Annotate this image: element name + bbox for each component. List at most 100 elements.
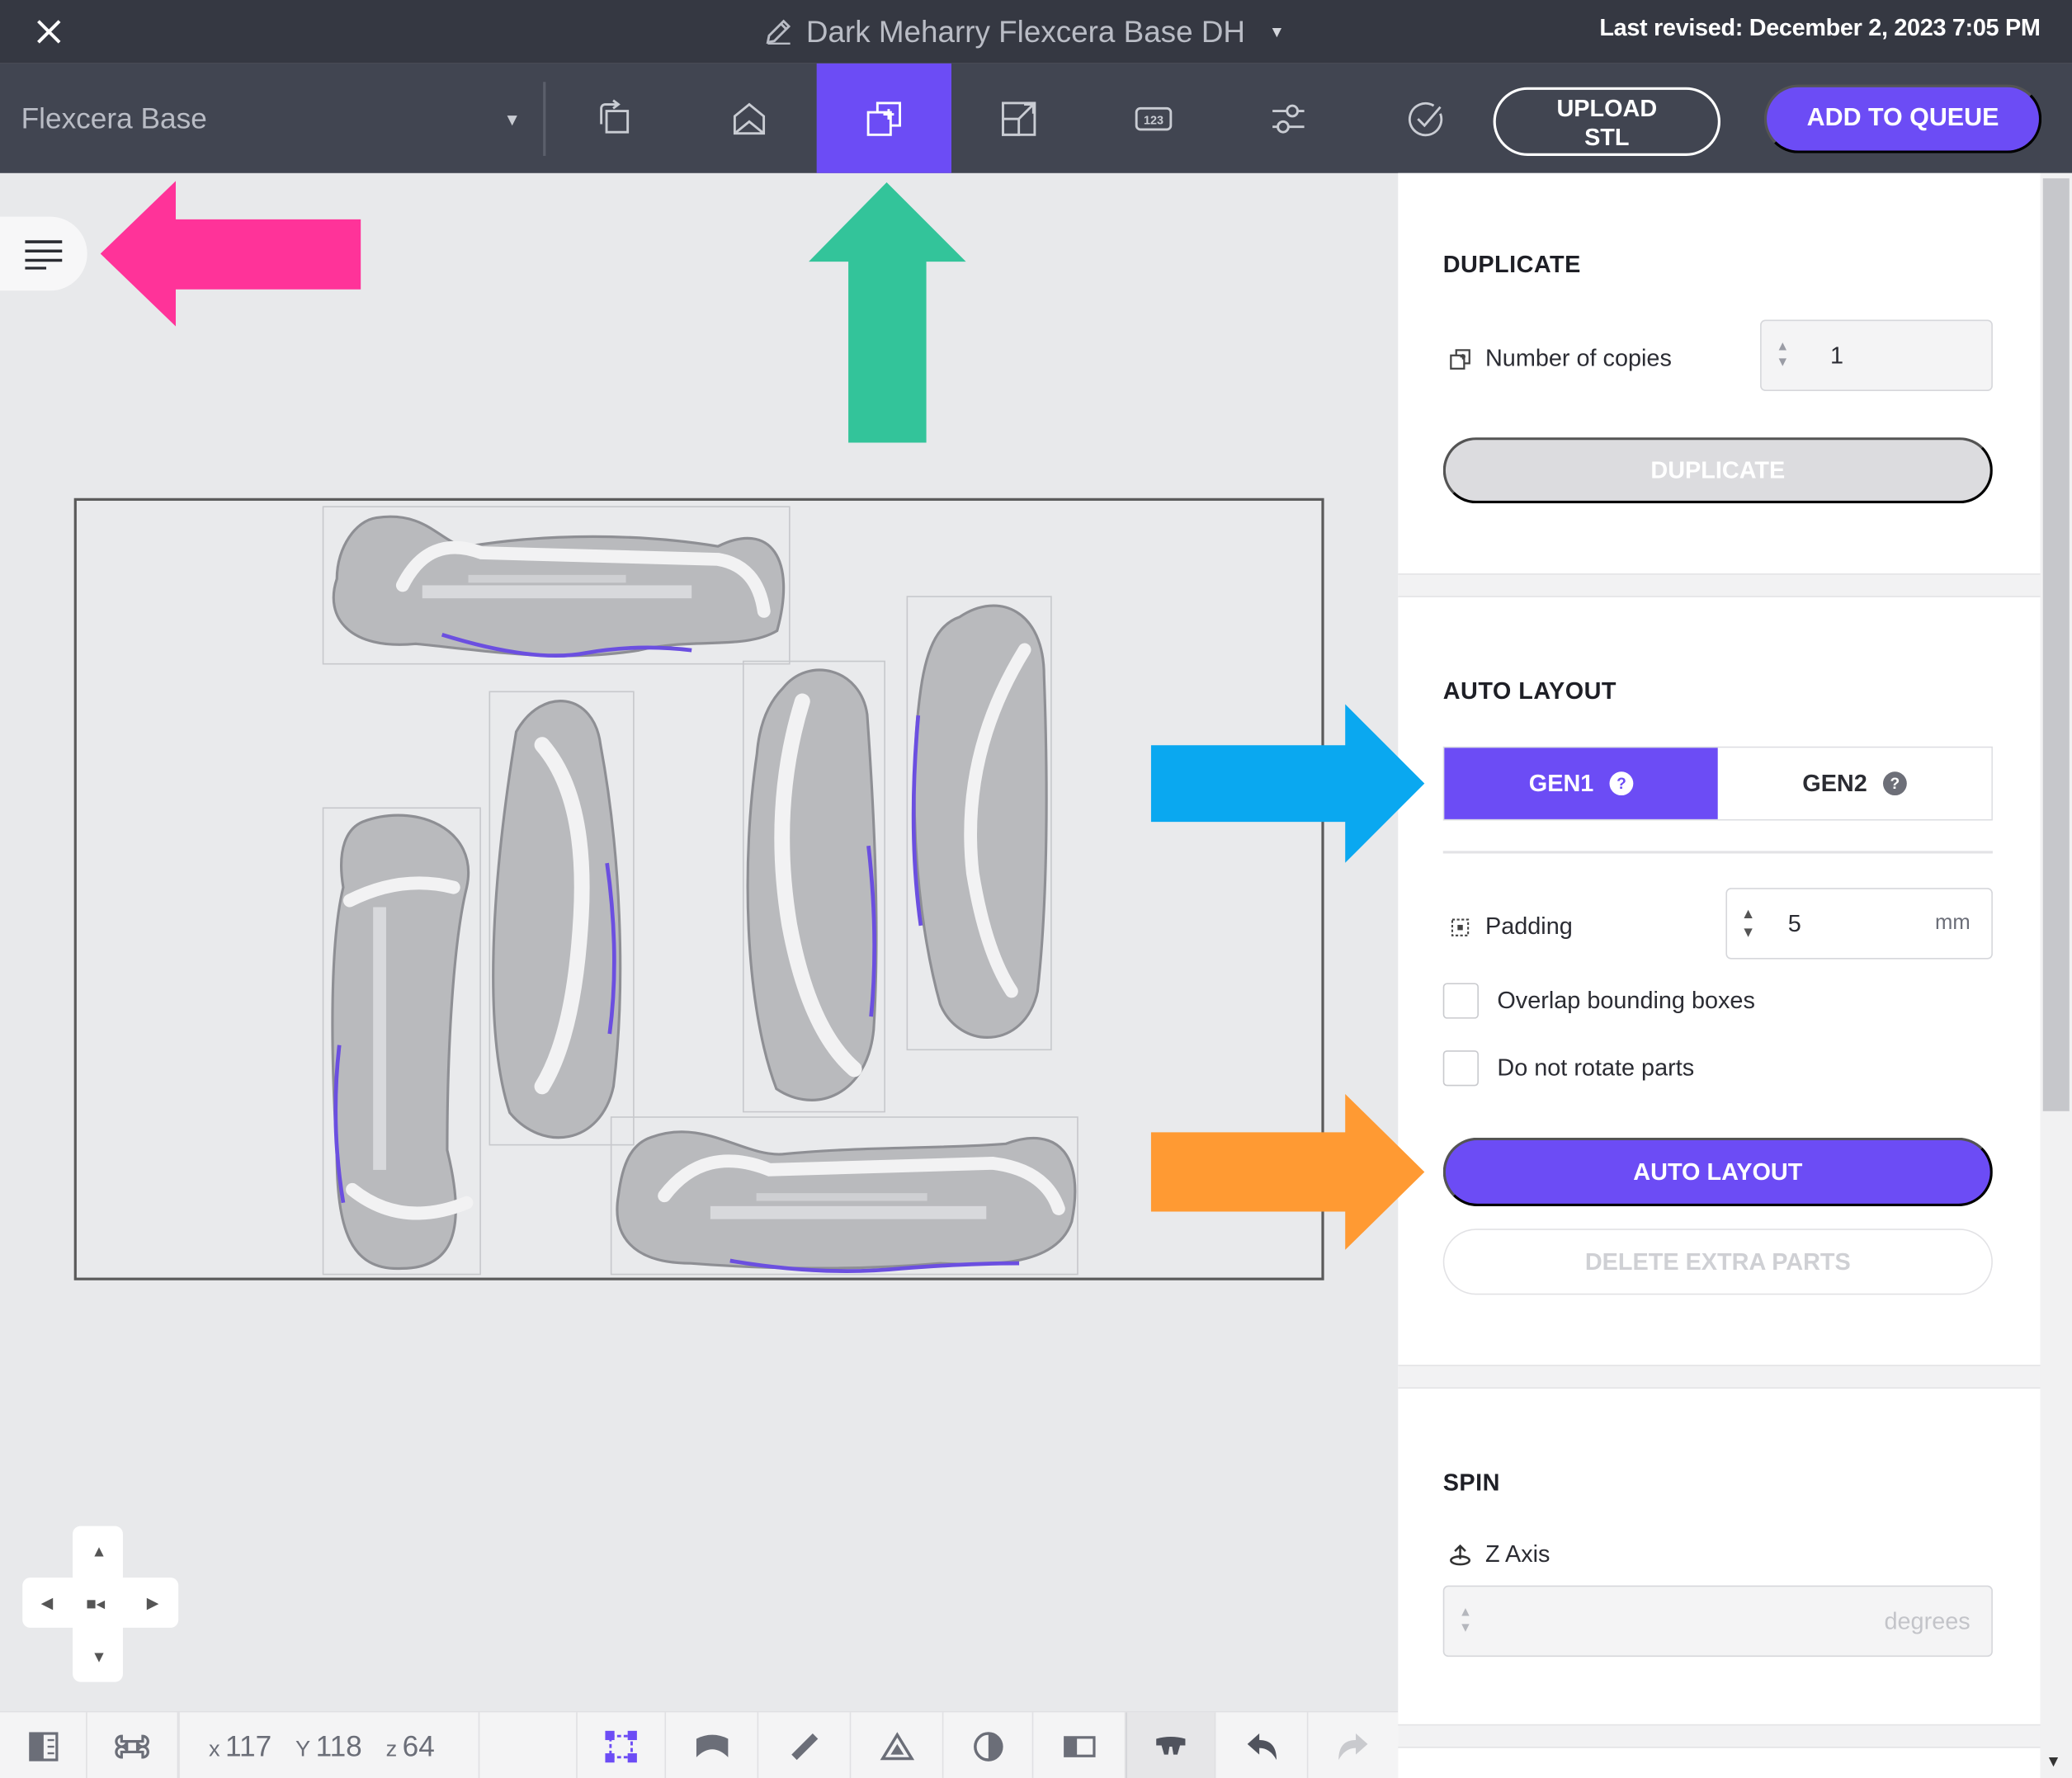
document-title[interactable]: Dark Meharry Flexcera Base DH ▼ bbox=[764, 11, 1285, 53]
toolbar-divider bbox=[543, 82, 546, 156]
auto-layout-button[interactable]: AUTO LAYOUT bbox=[1442, 1137, 1993, 1207]
copies-stepper[interactable]: ▲▼ bbox=[1776, 339, 1790, 370]
duplicate-icon[interactable] bbox=[816, 63, 952, 173]
part-horizontal-top[interactable] bbox=[322, 506, 791, 665]
document-title-text: Dark Meharry Flexcera Base DH bbox=[805, 13, 1246, 49]
title-bar: Dark Meharry Flexcera Base DH ▼ Last rev… bbox=[0, 0, 2072, 64]
gen1-tab[interactable]: GEN1? bbox=[1444, 748, 1718, 819]
padding-value: 5 bbox=[1787, 909, 1801, 936]
pan-left-icon[interactable]: ◀ bbox=[40, 1593, 54, 1612]
auto-layout-heading: AUTO LAYOUT bbox=[1442, 677, 1617, 705]
panel-toggle-icon[interactable] bbox=[0, 1712, 87, 1778]
validate-icon[interactable] bbox=[1358, 64, 1493, 173]
generation-toggle: GEN1? GEN2? bbox=[1442, 746, 1993, 821]
support-icon[interactable] bbox=[682, 64, 816, 173]
padding-input[interactable]: ▲▼ 5 mm bbox=[1725, 888, 1993, 960]
copies-input[interactable]: ▲▼ 1 bbox=[1760, 319, 1993, 392]
reset-view-icon[interactable]: ■◂ bbox=[86, 1593, 106, 1614]
pencil-icon bbox=[766, 19, 791, 45]
padding-label-text: Padding bbox=[1484, 913, 1573, 940]
gen1-label: GEN1 bbox=[1528, 769, 1594, 796]
no-rotate-checkbox[interactable]: Do not rotate parts bbox=[1442, 1050, 1694, 1087]
gen2-tab[interactable]: GEN2? bbox=[1717, 748, 1992, 819]
section-divider bbox=[1398, 1365, 2041, 1389]
base-view-icon[interactable] bbox=[1126, 1712, 1216, 1778]
contrast-icon[interactable] bbox=[943, 1712, 1034, 1778]
scroll-down-icon[interactable]: ▼ bbox=[2045, 1752, 2062, 1771]
part-vertical-3[interactable] bbox=[742, 660, 885, 1113]
upload-label-line1: UPLOAD bbox=[1556, 95, 1658, 122]
delete-extra-parts-button[interactable]: DELETE EXTRA PARTS bbox=[1442, 1229, 1993, 1295]
select-all-icon[interactable] bbox=[576, 1712, 667, 1778]
triangle-mesh-icon[interactable] bbox=[851, 1712, 944, 1778]
material-select[interactable]: Flexcera Base ▼ bbox=[21, 92, 521, 145]
view-navigation-pad: ▲ ▼ ◀ ▶ ■◂ bbox=[22, 1526, 179, 1682]
scale-icon[interactable] bbox=[951, 64, 1086, 173]
z-axis-icon bbox=[1450, 1544, 1471, 1565]
divider bbox=[1442, 851, 1993, 854]
split-view-icon[interactable] bbox=[1033, 1712, 1126, 1778]
settings-sliders-icon[interactable] bbox=[1221, 64, 1356, 173]
padding-stepper[interactable]: ▲▼ bbox=[1740, 906, 1756, 941]
redo-icon[interactable] bbox=[1308, 1712, 1398, 1778]
chevron-down-icon[interactable]: ▼ bbox=[1268, 22, 1285, 41]
overlap-checkbox[interactable]: Overlap bounding boxes bbox=[1442, 983, 1755, 1019]
coord-z-label: z bbox=[385, 1735, 398, 1761]
upload-label-line2: STL bbox=[1584, 124, 1630, 151]
blue-annotation-arrow-icon bbox=[1150, 704, 1425, 863]
hamburger-menu-icon[interactable] bbox=[0, 216, 87, 291]
label-123-icon[interactable]: 123 bbox=[1086, 64, 1220, 173]
z-axis-label-text: Z Axis bbox=[1484, 1540, 1550, 1568]
help-icon[interactable]: ? bbox=[1883, 771, 1907, 796]
svg-text:123: 123 bbox=[1144, 114, 1163, 127]
copies-icon bbox=[1450, 348, 1470, 370]
overlap-checkbox-box[interactable] bbox=[1442, 983, 1479, 1019]
part-horizontal-bottom[interactable] bbox=[610, 1116, 1078, 1276]
degrees-placeholder: degrees bbox=[1884, 1607, 1971, 1634]
panel-scrollbar-thumb[interactable] bbox=[2042, 178, 2070, 1111]
duplicate-heading: DUPLICATE bbox=[1442, 251, 1581, 278]
z-axis-label: Z Axis bbox=[1448, 1540, 1550, 1568]
coord-y-value: 118 bbox=[315, 1728, 362, 1762]
green-annotation-arrow-icon bbox=[809, 182, 966, 443]
section-divider bbox=[1398, 573, 2041, 597]
material-select-value: Flexcera Base bbox=[21, 101, 207, 135]
orient-icon[interactable] bbox=[547, 64, 682, 173]
command-icon[interactable] bbox=[87, 1712, 179, 1778]
duplicate-button[interactable]: DUPLICATE bbox=[1442, 437, 1993, 504]
coord-x-value: 117 bbox=[225, 1728, 272, 1762]
part-vertical-1[interactable] bbox=[322, 807, 481, 1276]
pan-down-icon[interactable]: ▼ bbox=[91, 1647, 107, 1667]
pan-right-icon[interactable]: ▶ bbox=[146, 1593, 159, 1612]
view-arch-icon[interactable] bbox=[666, 1712, 759, 1778]
coord-y-label: Y bbox=[295, 1735, 311, 1761]
spin-degrees-input[interactable]: ▲▼ degrees bbox=[1442, 1585, 1993, 1658]
chevron-down-icon: ▼ bbox=[503, 109, 521, 130]
gen2-label: GEN2 bbox=[1802, 769, 1867, 796]
part-vertical-4[interactable] bbox=[906, 596, 1052, 1051]
part-vertical-2[interactable] bbox=[489, 691, 635, 1146]
build-plate[interactable] bbox=[73, 498, 1324, 1280]
padding-unit: mm bbox=[1935, 911, 1971, 935]
padding-label: Padding bbox=[1448, 913, 1573, 941]
undo-icon[interactable] bbox=[1215, 1712, 1309, 1778]
pan-up-icon[interactable]: ▲ bbox=[91, 1541, 107, 1561]
copies-label-text: Number of copies bbox=[1484, 344, 1672, 371]
degrees-stepper[interactable]: ▲▼ bbox=[1459, 1605, 1472, 1636]
padding-icon bbox=[1451, 917, 1470, 936]
close-icon[interactable] bbox=[29, 12, 68, 51]
coord-z-value: 64 bbox=[402, 1728, 435, 1762]
help-icon[interactable]: ? bbox=[1609, 771, 1634, 796]
dpad-horizontal bbox=[22, 1578, 179, 1628]
overlap-label: Overlap bounding boxes bbox=[1497, 987, 1755, 1014]
orange-annotation-arrow-icon bbox=[1150, 1093, 1425, 1250]
no-rotate-checkbox-box[interactable] bbox=[1442, 1050, 1479, 1087]
duplicate-side-panel: DUPLICATE Number of copies ▲▼ 1 DUPLICAT… bbox=[1398, 172, 2041, 1778]
add-to-queue-button[interactable]: ADD TO QUEUE bbox=[1763, 84, 2042, 153]
measure-ruler-icon[interactable] bbox=[758, 1712, 852, 1778]
